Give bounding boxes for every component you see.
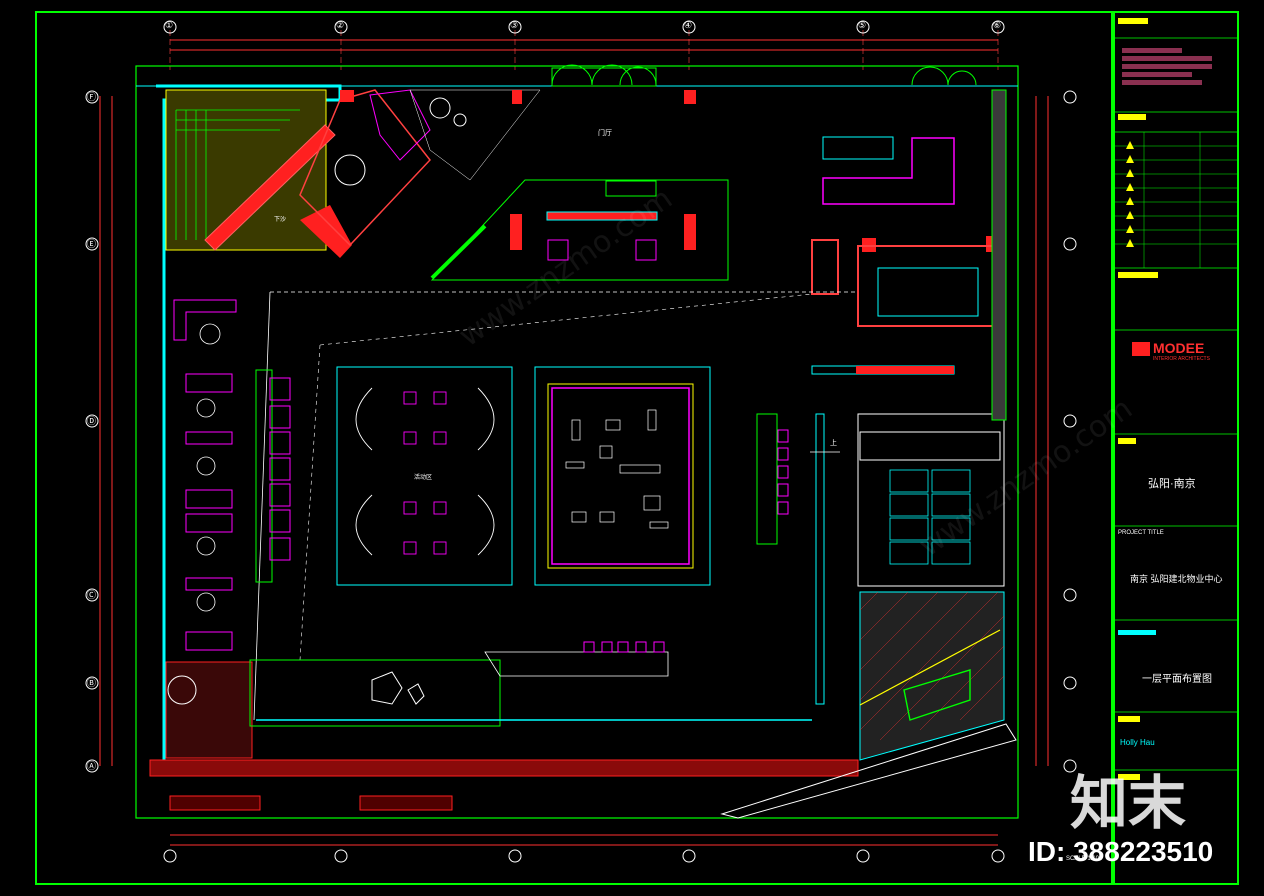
grid-lines <box>169 30 999 70</box>
red-column-block <box>300 205 352 258</box>
right-stools <box>777 429 789 515</box>
lower-stair <box>903 669 971 721</box>
grid-label-5: ⑤ <box>858 20 867 30</box>
grid-label-C: Ⓒ <box>87 590 97 600</box>
display-area <box>551 387 690 565</box>
stairs-down-label: 下沙 <box>274 217 287 223</box>
lower-stair-area <box>859 591 1005 761</box>
watermark-logo: 知末 <box>1070 771 1187 836</box>
brand-logo: MODEE <box>1153 340 1205 356</box>
location-label: 弘阳·南京 <box>1148 478 1196 490</box>
grid-label-2: ② <box>336 20 345 30</box>
diagonal-room <box>299 89 431 247</box>
grid-label-B: Ⓑ <box>87 678 97 688</box>
diagonal-red-wall <box>204 124 336 251</box>
grid-label-1: ① <box>165 20 174 30</box>
toilet-stalls <box>889 469 971 565</box>
grid-label-D: Ⓓ <box>87 416 97 426</box>
columns <box>340 90 1002 252</box>
stair-treads <box>175 109 300 240</box>
revision-marks <box>1126 141 1134 247</box>
grid-label-E: Ⓔ <box>87 239 97 249</box>
bottom-left-hatch <box>165 661 253 759</box>
activity-zone-left <box>336 366 513 586</box>
bottom-chairs <box>583 641 665 653</box>
stair-area <box>165 89 327 251</box>
chair-a <box>547 239 569 261</box>
restroom-block <box>857 413 1005 587</box>
bench <box>822 136 894 160</box>
title-block-frame <box>1113 11 1239 885</box>
bottom-counter <box>484 651 669 677</box>
bottom-fans <box>169 795 453 811</box>
lower-zone <box>249 659 501 727</box>
grid-label-4: ④ <box>684 20 693 30</box>
grid-label-3: ③ <box>510 20 519 30</box>
title-yellow-tags <box>1118 18 1158 780</box>
activity-zone-label: 活动区 <box>414 475 433 481</box>
south-red-wall <box>149 759 859 777</box>
right-wall <box>991 89 1007 421</box>
brand-subtitle: INTERIOR ARCHITECTS <box>1153 356 1210 362</box>
counter <box>546 211 658 221</box>
watermark-id: ID: 388223510 <box>1028 836 1214 867</box>
brand-logo-mark <box>1132 342 1150 356</box>
notes-redacted <box>1122 48 1212 85</box>
sheet-name: 一层平面布置图 <box>1142 674 1212 685</box>
bar-counter <box>255 369 273 583</box>
lounge-chairs <box>196 323 221 612</box>
chair-b <box>635 239 657 261</box>
scale-label: SCALE 1:100 <box>1066 856 1103 862</box>
office-room <box>857 245 999 327</box>
activity-zone-right <box>534 366 711 586</box>
small-room <box>811 239 839 295</box>
reception-platform <box>430 179 729 281</box>
grid-label-A: Ⓐ <box>87 761 97 771</box>
display-border <box>547 383 694 569</box>
top-dimensions <box>99 39 1049 846</box>
green-diagonal-bar <box>430 224 487 280</box>
plant-area <box>369 89 431 161</box>
seating-groups <box>355 387 495 556</box>
diagonal-ramp <box>720 723 1017 819</box>
drawn-by: Holly Hau <box>1120 738 1155 747</box>
hatched-garden <box>409 89 541 181</box>
round-table <box>334 154 366 186</box>
top-doors <box>551 64 977 86</box>
office-table <box>877 267 979 317</box>
revision-grid <box>1114 132 1238 268</box>
grid-label-6: ⑥ <box>993 20 1002 30</box>
drawing-frame <box>35 11 1113 885</box>
bar-stools <box>269 377 291 561</box>
display-items <box>565 409 669 529</box>
grid-label-F: Ⓕ <box>87 92 97 102</box>
grid-bubbles <box>85 20 1077 863</box>
entrance-label: 门厅 <box>598 130 612 137</box>
lounge-furniture <box>173 299 237 651</box>
seating-chairs <box>403 391 447 555</box>
entrance-frame <box>551 67 657 87</box>
plant-pot <box>167 675 197 705</box>
right-counter <box>756 413 778 545</box>
title-block-rows <box>1114 37 1238 771</box>
l-sofa <box>822 137 955 205</box>
up-label: 上 <box>830 440 837 447</box>
restroom-vanity <box>859 431 1001 461</box>
project-name: 南京 弘阳建北物业中心 <box>1130 574 1223 584</box>
ramp-rail <box>815 413 825 705</box>
title-cyan-tags <box>1118 630 1156 635</box>
reception-desk <box>605 180 657 197</box>
project-title-label: PROJECT TITLE <box>1118 530 1164 536</box>
